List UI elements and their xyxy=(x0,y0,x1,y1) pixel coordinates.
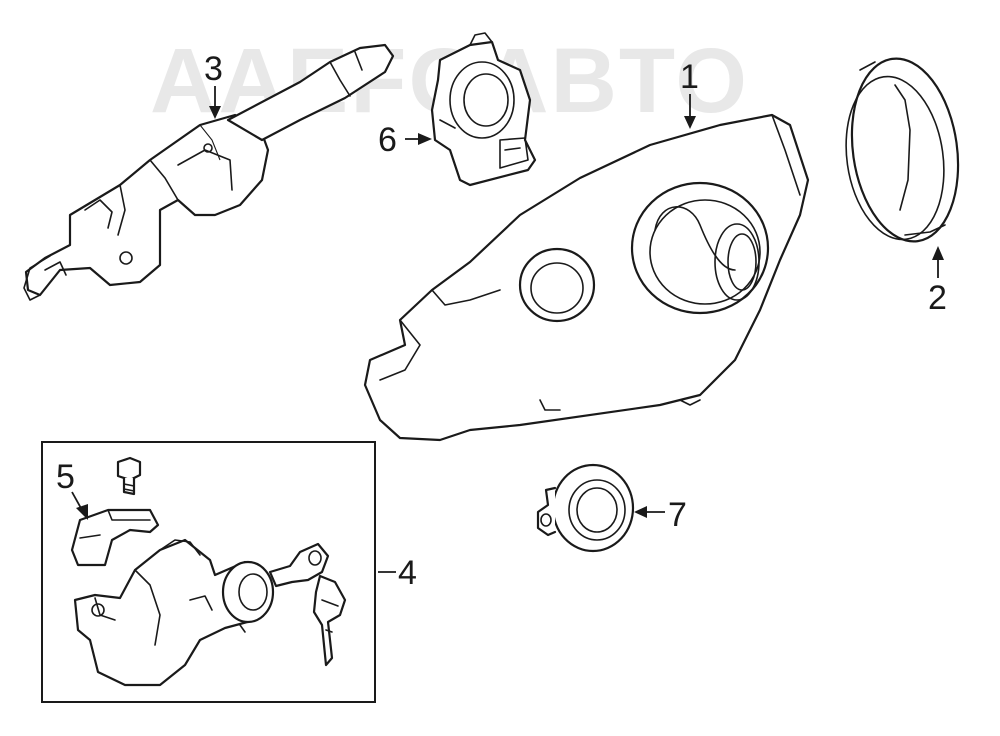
part-1-column-cover xyxy=(363,113,810,442)
bolt xyxy=(116,456,142,496)
part-2-bezel-ring xyxy=(845,57,960,243)
callout-4: 4 xyxy=(398,554,417,592)
part-7-grommet xyxy=(536,463,635,553)
callout-3: 3 xyxy=(204,50,223,88)
part-6-spiral-cable xyxy=(430,32,537,187)
part-3-combination-switch xyxy=(23,43,395,301)
callout-7: 7 xyxy=(668,496,687,534)
leaders xyxy=(71,86,944,573)
callout-1: 1 xyxy=(680,58,699,96)
callout-labels: 3 6 1 2 7 5 4 xyxy=(56,50,947,592)
part-5-clamp xyxy=(70,508,160,567)
part-4-frame xyxy=(41,441,376,703)
callout-2: 2 xyxy=(928,279,947,317)
callout-6: 6 xyxy=(378,121,397,159)
part-4-lock-cylinder xyxy=(73,538,347,687)
callout-5: 5 xyxy=(56,458,75,496)
